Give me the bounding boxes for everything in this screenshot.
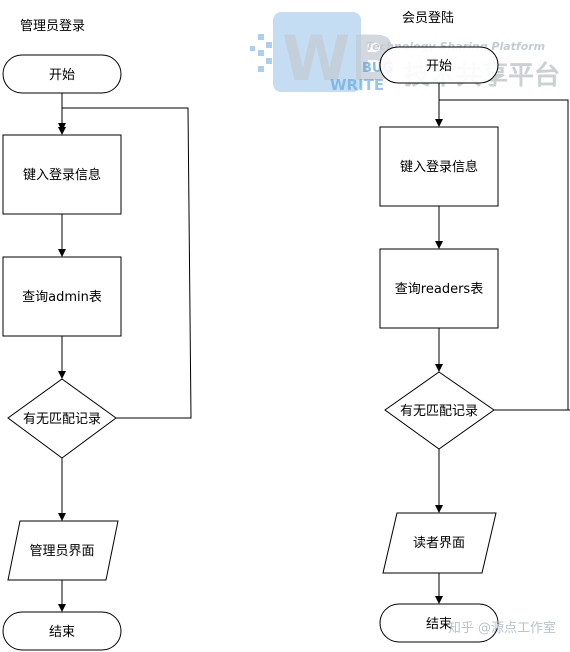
member-output-label: 读者界面: [413, 536, 465, 551]
member-output-shape[interactable]: [382, 512, 497, 574]
admin-end-shape[interactable]: [2, 611, 122, 651]
admin-start-label: 开始: [49, 68, 75, 83]
admin-decision-label: 有无匹配记录: [23, 412, 101, 427]
member-input-info-shape[interactable]: [379, 126, 499, 207]
member-end-shape[interactable]: [379, 603, 499, 643]
admin-flow: 管理员登录 开始 键入登录信息 查询admin表 有无匹配记录 管理员界面 结束: [2, 19, 192, 651]
logo-pixels-icon: [250, 34, 272, 72]
member-query-label: 查询readers表: [395, 282, 483, 297]
member-flow: 会员登陆 开始 键入登录信息 查询readers表 有无匹配记录 读者界面 结束: [379, 10, 570, 643]
admin-input-info-label: 键入登录信息: [23, 167, 101, 183]
member-start-label: 开始: [426, 59, 452, 74]
logo-letters: WB: [282, 22, 398, 95]
admin-output-shape[interactable]: [7, 520, 119, 581]
logo-write: WRITE: [330, 76, 384, 94]
admin-end-label: 结束: [49, 625, 75, 640]
member-input-info-label: 键入登录信息: [400, 159, 478, 175]
admin-query-shape[interactable]: [2, 256, 122, 337]
footer-watermark: 知乎 @源点工作室: [448, 620, 556, 636]
admin-edge-loop-back: [62, 107, 192, 419]
member-decision-label: 有无匹配记录: [400, 404, 478, 419]
member-end-label: 结束: [426, 617, 452, 632]
member-query-shape[interactable]: [379, 248, 499, 329]
admin-flow-title: 管理员登录: [20, 19, 85, 34]
admin-output-label: 管理员界面: [29, 544, 94, 559]
member-edge-loop-return: [439, 99, 569, 410]
logo-block: [273, 12, 361, 92]
member-flow-title: 会员登陆: [402, 10, 454, 26]
admin-query-label: 查询admin表: [22, 290, 102, 305]
